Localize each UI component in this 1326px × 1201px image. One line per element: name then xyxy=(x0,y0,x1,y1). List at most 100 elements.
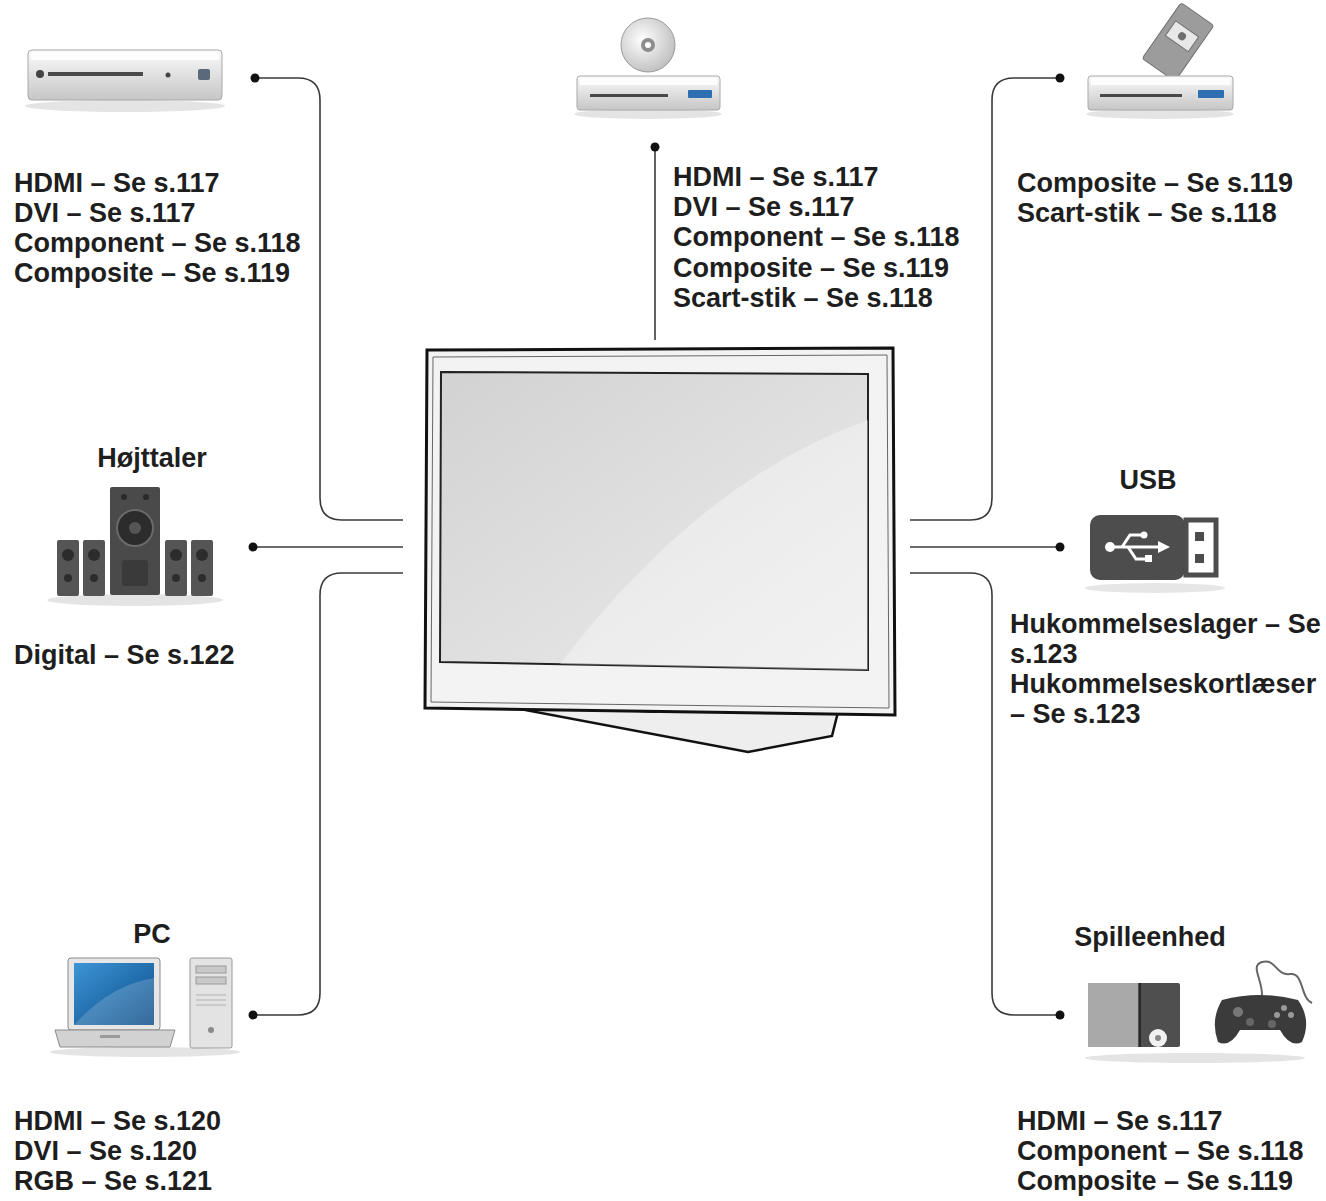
device-node: PCHDMI – Se s.120DVI – Se s.120RGB – Se … xyxy=(10,912,265,1197)
connection-reference: Scart-stik – Se s.118 xyxy=(1017,198,1277,228)
connection-reference: Component – Se s.118 xyxy=(14,228,301,258)
usb-stick-illustration xyxy=(1090,515,1185,580)
usb-stick-illustration xyxy=(1195,554,1204,563)
bluray-player-illustration xyxy=(580,78,717,85)
usb-stick-illustration xyxy=(1158,541,1170,553)
bluray-player-illustration xyxy=(621,18,675,72)
connection-reference: HDMI – Se s.117 xyxy=(14,168,220,198)
connection-reference: Composite – Se s.119 xyxy=(1017,1166,1293,1196)
game-device-illustration xyxy=(1085,961,1312,1063)
connection-reference: RGB – Se s.121 xyxy=(14,1166,212,1196)
dvd-player-illustration xyxy=(25,100,225,112)
connection-reference: HDMI – Se s.117 xyxy=(1017,1106,1223,1136)
vcr-illustration xyxy=(1100,94,1182,97)
connector-dot xyxy=(251,74,260,83)
connection-line xyxy=(253,573,403,1015)
device-node: HDMI – Se s.117DVI – Se s.117Component –… xyxy=(565,10,965,315)
pc-illustration xyxy=(196,977,226,984)
pc-illustration xyxy=(196,995,226,996)
game-device-illustration xyxy=(1088,983,1180,1047)
device-node: Composite – Se s.119Scart-stik – Se s.11… xyxy=(1010,0,1305,235)
connection-reference: Component – Se s.118 xyxy=(673,222,960,252)
connection-reference: HDMI – Se s.120 xyxy=(14,1106,221,1136)
pc-illustration xyxy=(100,1035,120,1038)
device-title: Spilleenhed xyxy=(1030,922,1270,952)
game-device-illustration xyxy=(1281,1005,1287,1011)
usb-stick-illustration xyxy=(1195,532,1204,541)
pc-illustration xyxy=(55,1030,175,1047)
speaker-illustration xyxy=(110,487,160,595)
pc-illustration xyxy=(208,1027,214,1033)
connection-reference: Composite – Se s.119 xyxy=(14,258,290,288)
connection-reference: Hukommelseskortlæser – Se s.123 xyxy=(1010,669,1322,729)
connector-dot xyxy=(249,543,258,552)
vcr-illustration xyxy=(1165,21,1198,52)
pc-illustration xyxy=(190,958,232,1048)
vcr-illustration xyxy=(1176,31,1187,42)
bluray-player-illustration xyxy=(590,94,668,97)
dvd-player-illustration xyxy=(36,70,44,78)
vcr-illustration xyxy=(1142,3,1214,82)
connection-line xyxy=(253,546,403,548)
connection-reference: Composite – Se s.119 xyxy=(673,253,949,283)
speaker-illustration xyxy=(122,560,148,586)
speaker-illustration xyxy=(57,540,79,596)
game-device-illustration xyxy=(1268,1020,1276,1028)
usb-stick-illustration xyxy=(1186,520,1216,575)
speaker-illustration xyxy=(165,540,187,596)
device-node: HDMI – Se s.117DVI – Se s.117Component –… xyxy=(10,30,310,295)
pc-illustration xyxy=(196,1005,226,1006)
device-title: Højttaler xyxy=(32,443,272,473)
connection-reference: Component – Se s.118 xyxy=(1017,1136,1304,1166)
tv-illustration xyxy=(560,420,868,670)
speaker-illustration xyxy=(191,540,213,596)
usb-stick-illustration xyxy=(1085,583,1225,593)
device-title: PC xyxy=(32,919,272,949)
dvd-player-illustration xyxy=(28,50,222,100)
game-device-illustration xyxy=(1139,983,1141,1047)
dvd-player-illustration xyxy=(166,73,171,78)
speaker-illustration xyxy=(129,522,141,534)
usb-stick-illustration xyxy=(1141,532,1148,539)
usb-stick-illustration xyxy=(1110,546,1160,549)
device-node: USB Hukommelseslager – Se s.123Hukommelse… xyxy=(1005,460,1323,732)
connection-reference: DVI – Se s.117 xyxy=(14,198,196,228)
bluray-player-illustration xyxy=(641,38,655,52)
connector-dot xyxy=(1056,543,1065,552)
connection-reference: HDMI – Se s.117 xyxy=(673,162,879,192)
dvd-player-illustration xyxy=(25,50,225,112)
usb-stick-illustration xyxy=(1122,535,1142,547)
pc-illustration xyxy=(74,963,154,1025)
game-device-illustration xyxy=(1233,1007,1243,1017)
speaker-illustration xyxy=(64,574,72,582)
game-device-illustration xyxy=(1246,1018,1254,1026)
connection-line xyxy=(910,546,1060,548)
bluray-player-illustration xyxy=(688,90,712,98)
connection-reference: Hukommelseslager – Se s.123 xyxy=(1010,609,1322,669)
game-device-illustration xyxy=(1155,1035,1161,1041)
tv-node xyxy=(403,340,910,760)
vcr-illustration xyxy=(1086,3,1234,119)
game-device-illustration xyxy=(1149,1029,1167,1047)
usb-stick-illustration xyxy=(1128,547,1146,559)
game-device-illustration xyxy=(1215,995,1306,1044)
connection-reference: Digital – Se s.122 xyxy=(14,640,235,670)
speaker-illustration xyxy=(62,549,74,561)
usb-stick-illustration xyxy=(1085,515,1225,593)
game-device-illustration xyxy=(1288,1012,1294,1018)
connector-dot xyxy=(1056,74,1065,83)
tv-illustration xyxy=(440,372,868,670)
connection-reference: DVI – Se s.117 xyxy=(673,192,855,222)
device-title: USB xyxy=(1028,465,1268,495)
vcr-illustration xyxy=(1198,90,1224,98)
speaker-illustration xyxy=(143,494,149,500)
vcr-illustration xyxy=(1088,76,1233,110)
connection-line xyxy=(255,78,403,520)
device-node: SpilleenhedHDMI – Se s.117Component – Se… xyxy=(1010,915,1315,1197)
speaker-illustration xyxy=(170,549,182,561)
game-device-illustration xyxy=(1085,1053,1305,1063)
connector-dot xyxy=(651,143,660,152)
dvd-player-illustration xyxy=(31,52,219,60)
connection-reference: DVI – Se s.120 xyxy=(14,1136,197,1166)
